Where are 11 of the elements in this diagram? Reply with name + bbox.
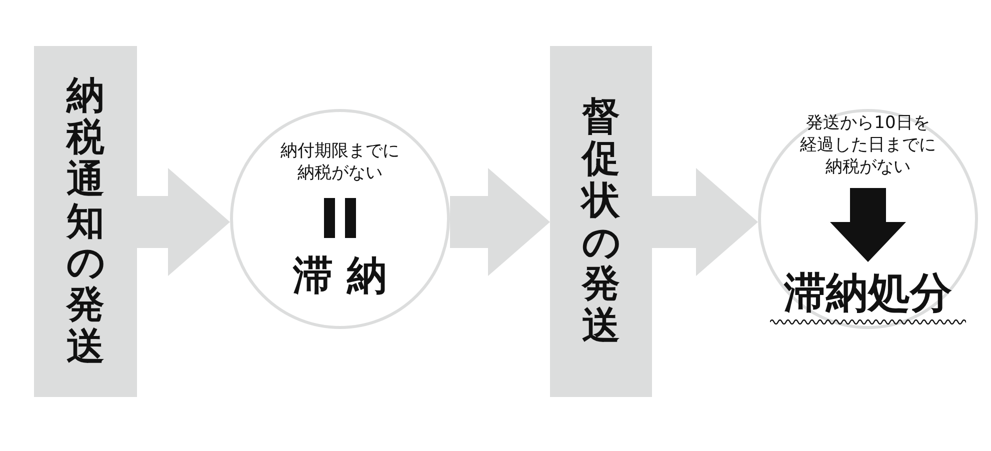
result-text: 滞納処分 [784,270,952,316]
vertical-band [34,46,137,397]
condition-text: 納付期限までに納税がない [280,140,400,184]
band-title: 納税通知の発送 [66,75,104,368]
result-text: 滞 納 [293,254,387,298]
vertical-band [550,46,652,397]
condition-text: 発送から10日を経過した日までに納税がない [799,112,937,178]
arrow [450,168,550,276]
band-title: 督促状の発送 [582,96,620,347]
arrow [652,168,758,276]
arrow [137,168,230,276]
